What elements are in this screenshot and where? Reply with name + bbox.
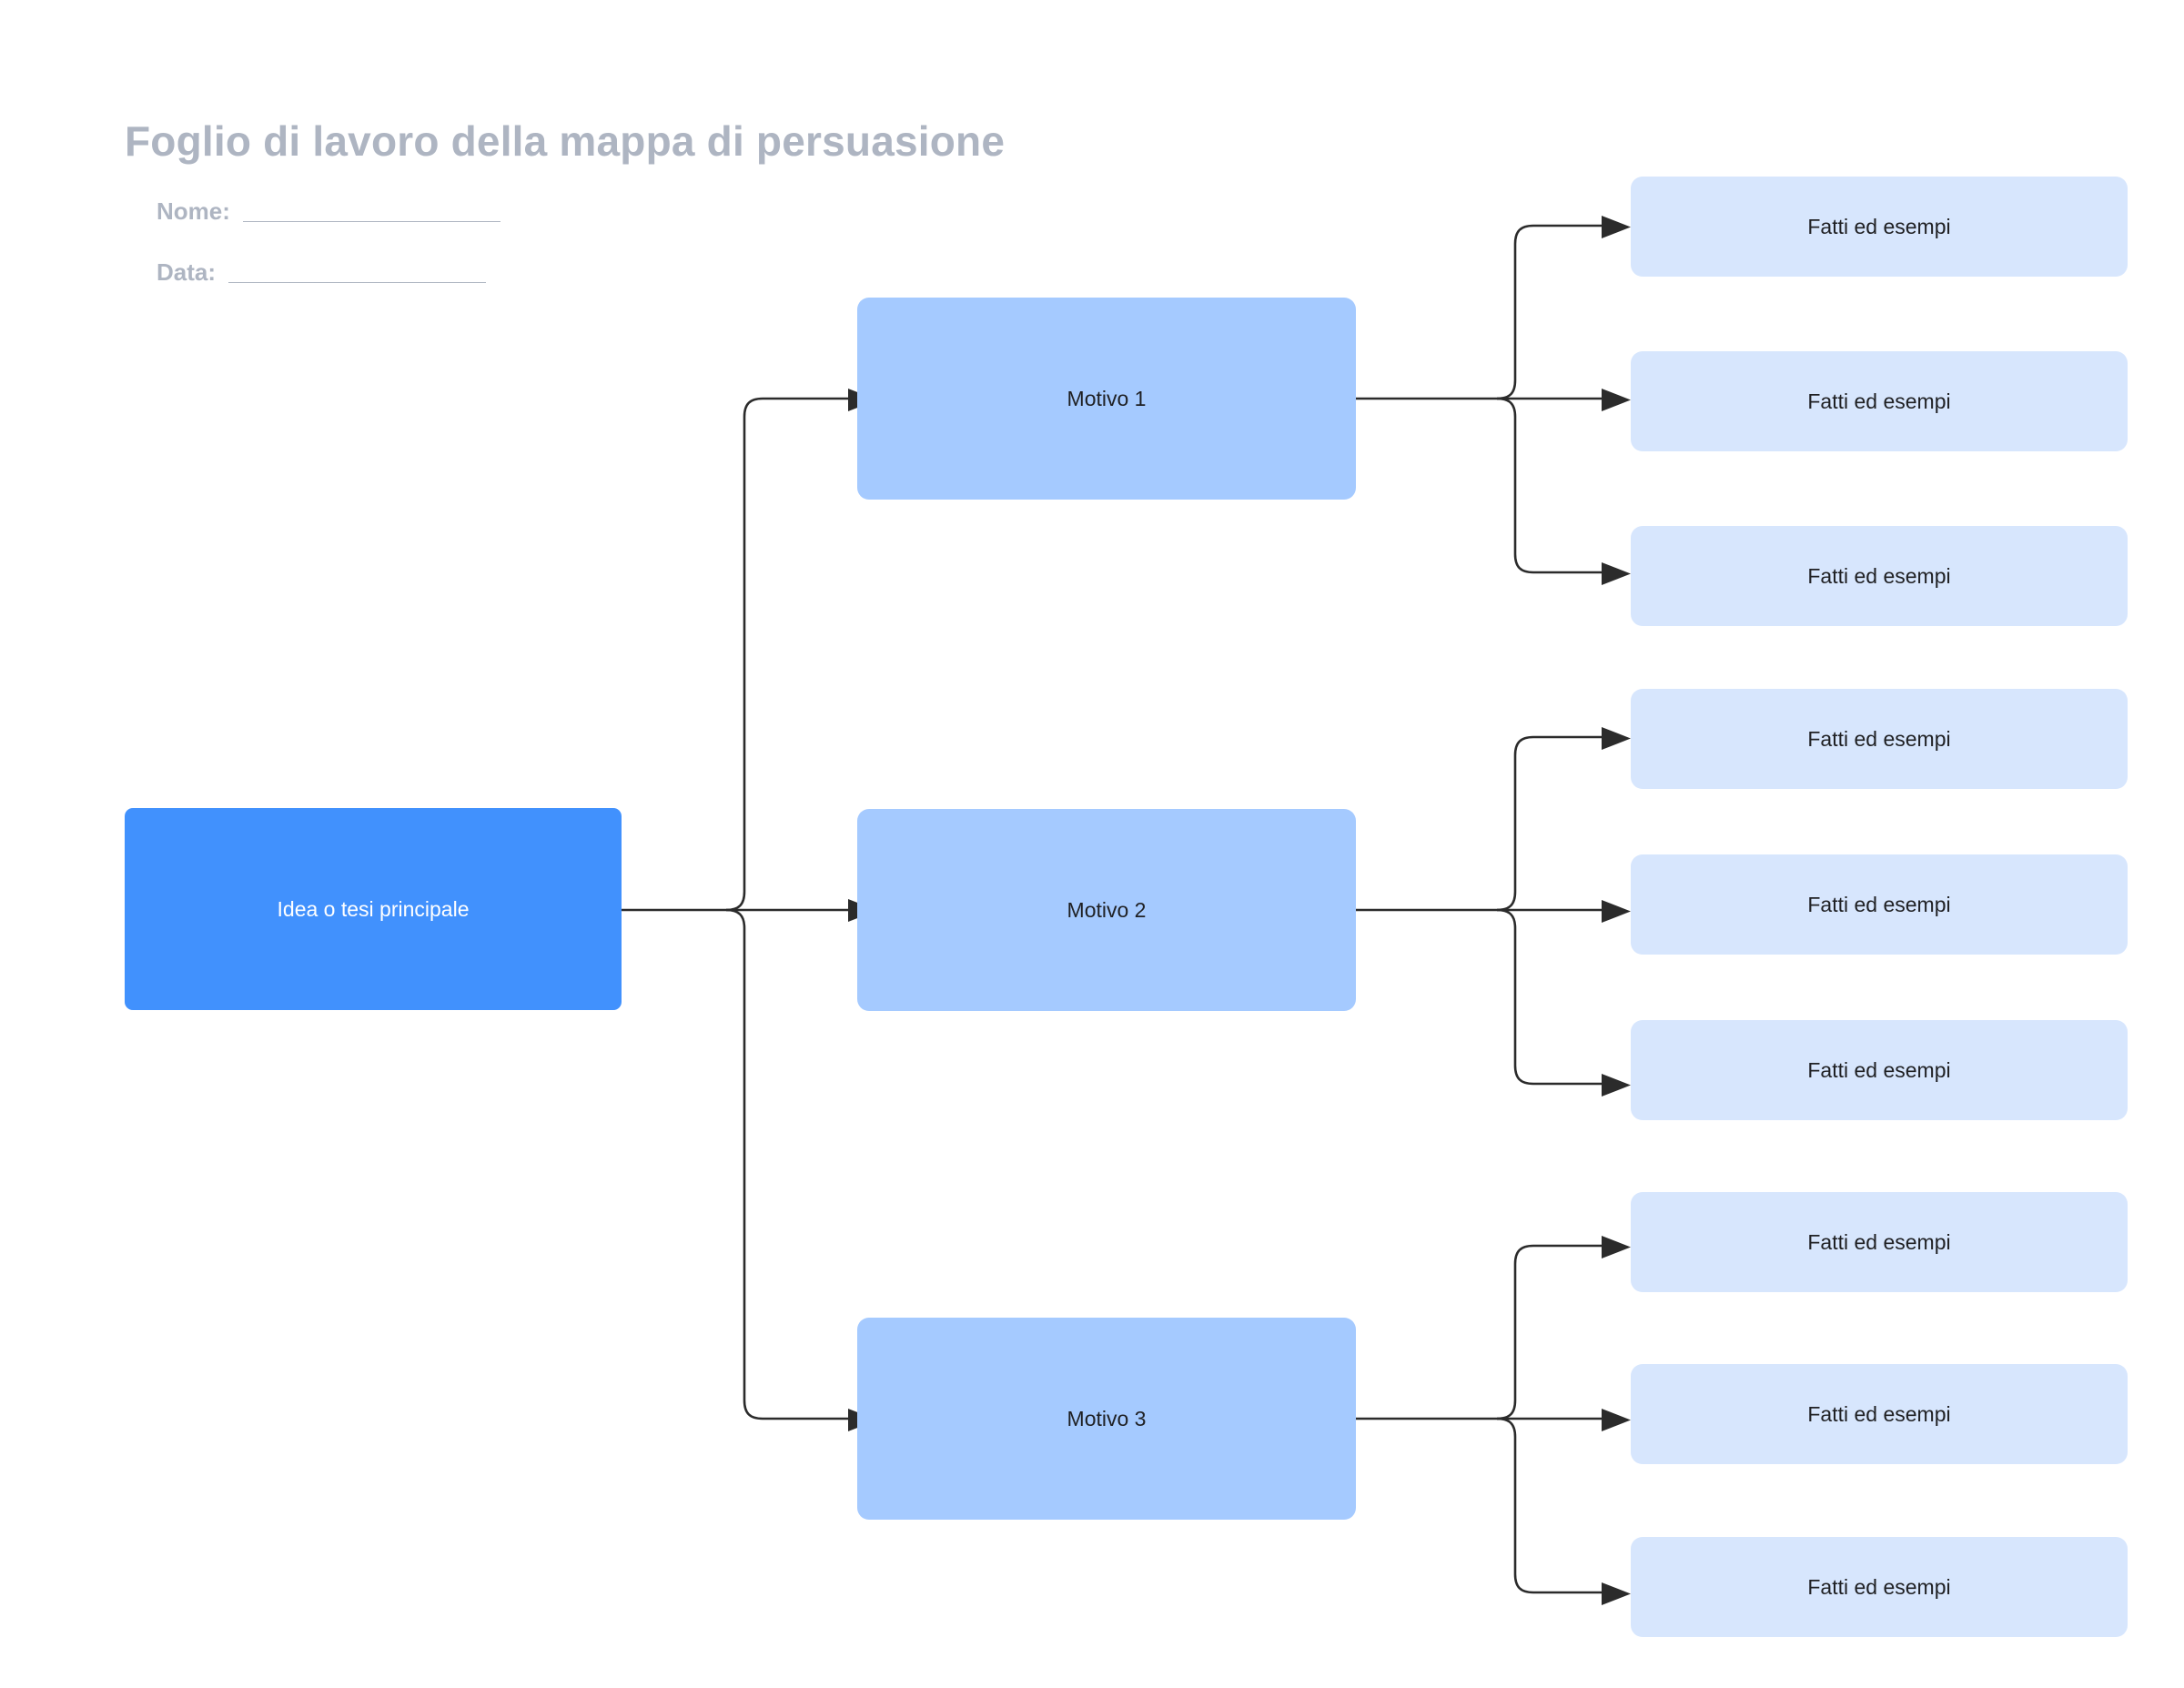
node-fact-2-1[interactable]: Fatti ed esempi <box>1631 689 2128 789</box>
node-fact-3-3-label: Fatti ed esempi <box>1807 1574 1951 1599</box>
arrowhead-reason-3-to-fact-2 <box>1602 1409 1631 1431</box>
arrowhead-reason-2-to-fact-3 <box>1602 1074 1631 1097</box>
node-fact-3-3[interactable]: Fatti ed esempi <box>1631 1537 2128 1637</box>
node-fact-1-1[interactable]: Fatti ed esempi <box>1631 177 2128 277</box>
connector-reason-1-to-fact-3 <box>1496 397 1602 574</box>
arrowhead-reason-2-to-fact-2 <box>1602 900 1631 923</box>
date-field-blank[interactable]: _____________________ <box>228 258 486 286</box>
arrowhead-reason-3-to-fact-1 <box>1602 1236 1631 1258</box>
node-fact-3-2-label: Fatti ed esempi <box>1807 1401 1951 1426</box>
node-fact-1-2[interactable]: Fatti ed esempi <box>1631 351 2128 451</box>
node-fact-2-3[interactable]: Fatti ed esempi <box>1631 1020 2128 1120</box>
name-field-blank[interactable]: _____________________ <box>242 197 500 225</box>
connector-reason-3-to-fact-1 <box>1496 1244 1602 1420</box>
node-fact-2-3-label: Fatti ed esempi <box>1807 1057 1951 1082</box>
node-fact-1-3-label: Fatti ed esempi <box>1807 563 1951 588</box>
date-field-label: Data: <box>157 258 217 286</box>
node-fact-2-2[interactable]: Fatti ed esempi <box>1631 854 2128 955</box>
node-reason-3[interactable]: Motivo 3 <box>857 1318 1356 1520</box>
node-fact-3-1-label: Fatti ed esempi <box>1807 1229 1951 1254</box>
connector-reason-2-to-fact-1 <box>1496 735 1602 912</box>
node-fact-2-1-label: Fatti ed esempi <box>1807 726 1951 751</box>
node-reason-1[interactable]: Motivo 1 <box>857 298 1356 500</box>
name-field-label: Nome: <box>157 197 230 225</box>
node-fact-3-1[interactable]: Fatti ed esempi <box>1631 1192 2128 1292</box>
node-reason-2-label: Motivo 2 <box>1067 897 1147 922</box>
node-fact-3-2[interactable]: Fatti ed esempi <box>1631 1364 2128 1464</box>
date-field-row: Data: _____________________ <box>157 258 1217 287</box>
worksheet-header: Foglio di lavoro della mappa di persuasi… <box>125 118 1217 287</box>
node-thesis-label: Idea o tesi principale <box>277 896 470 921</box>
node-thesis[interactable]: Idea o tesi principale <box>125 808 622 1010</box>
connector-reason-1-to-fact-1 <box>1496 224 1602 400</box>
arrowhead-reason-1-to-fact-2 <box>1602 389 1631 411</box>
connector-reason-3-to-fact-3 <box>1496 1417 1602 1594</box>
name-field-row: Nome: _____________________ <box>157 197 1217 226</box>
node-fact-1-3[interactable]: Fatti ed esempi <box>1631 526 2128 626</box>
arrowhead-reason-1-to-fact-3 <box>1602 562 1631 585</box>
node-reason-1-label: Motivo 1 <box>1067 386 1147 410</box>
node-fact-1-1-label: Fatti ed esempi <box>1807 214 1951 238</box>
node-reason-2[interactable]: Motivo 2 <box>857 809 1356 1011</box>
arrowhead-reason-3-to-fact-3 <box>1602 1582 1631 1605</box>
node-fact-2-2-label: Fatti ed esempi <box>1807 892 1951 916</box>
connector-root-to-reason-1 <box>725 397 848 912</box>
node-fact-1-2-label: Fatti ed esempi <box>1807 389 1951 413</box>
node-reason-3-label: Motivo 3 <box>1067 1406 1147 1430</box>
arrowhead-reason-1-to-fact-1 <box>1602 216 1631 238</box>
connector-root-to-reason-3 <box>725 908 848 1420</box>
arrowhead-reason-2-to-fact-1 <box>1602 727 1631 750</box>
page-title: Foglio di lavoro della mappa di persuasi… <box>125 117 1006 165</box>
connector-reason-2-to-fact-3 <box>1496 908 1602 1086</box>
